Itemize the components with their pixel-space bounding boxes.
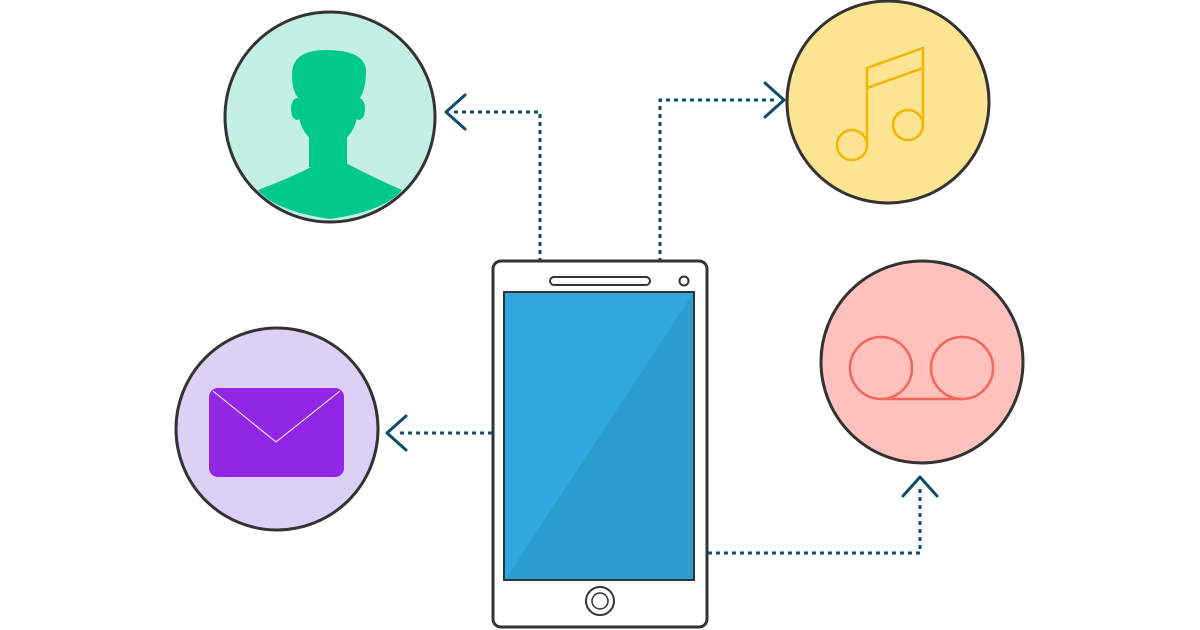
connector-line-voicemail [708,488,922,555]
music-circle [785,0,991,205]
home-button-inner [591,592,609,610]
music-note-icon [835,46,925,162]
phone-camera [678,275,690,287]
person-silhouette-icon [258,50,402,219]
connector-line-contact [452,110,542,262]
connector-to-voicemail [708,475,939,555]
connector-to-contact [444,93,542,262]
music-node [785,0,991,205]
envelope-icon [209,388,344,477]
voicemail-icon [848,335,995,401]
connector-to-music [658,81,786,262]
voicemail-node [819,259,1025,465]
phone-screen-frame [503,291,695,581]
phone-screen-shade [505,292,694,580]
voicemail-circle [819,259,1025,465]
connector-to-email [385,414,492,452]
arrow-head-music [763,81,786,119]
phone-speaker [549,276,651,286]
arrow-head-contact [444,93,467,131]
smartphone-icon [491,259,709,629]
contact-node [223,10,437,224]
arrow-head-email [385,414,408,452]
home-button [585,586,615,616]
email-node [174,326,380,532]
arrow-head-voicemail [901,475,939,498]
connector-line-music [658,98,776,262]
